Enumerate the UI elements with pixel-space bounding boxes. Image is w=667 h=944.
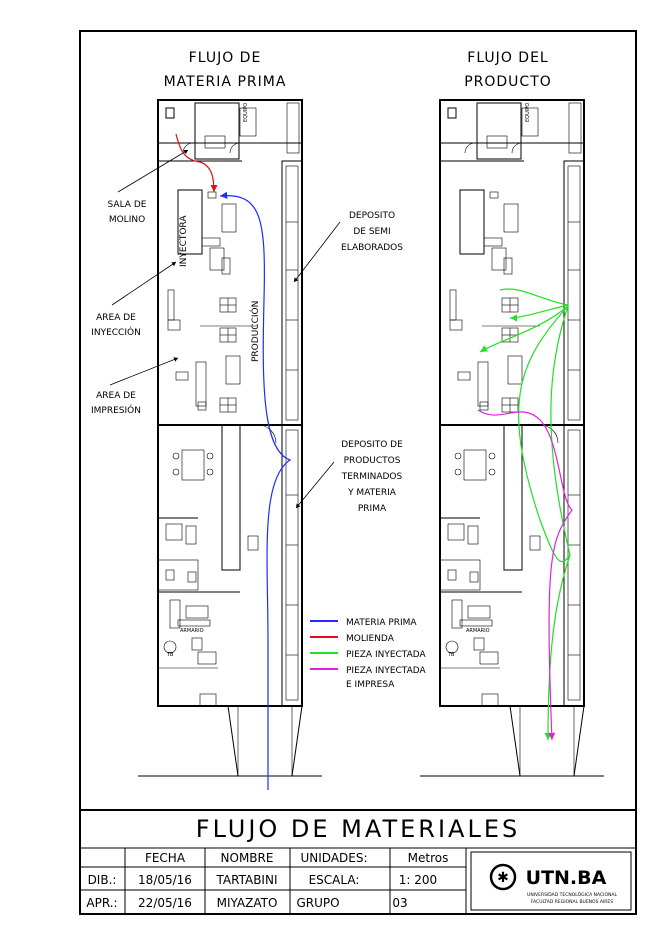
utn-ba-logo: ✱ UTN.BA UNIVERSIDAD TECNOLÓGICA NACIONA… — [470, 851, 632, 911]
grupo-value: 03 — [392, 896, 407, 910]
legend-pieza-impresa-line2: E IMPRESA — [346, 680, 395, 690]
pieza-inyectada-flow-4 — [518, 305, 571, 563]
legend-molienda: MOLIENDA — [346, 634, 395, 644]
tb-label-left: TB — [166, 652, 174, 658]
dib-nombre: TARTABINI — [216, 873, 278, 887]
legend: MATERIA PRIMA MOLIENDA PIEZA INYECTADA P… — [310, 618, 427, 690]
title-block: FLUJO DE MATERIALES FECHA NOMBRE UNIDADE… — [80, 809, 636, 914]
produccion-label: PRODUCCIÓN — [249, 301, 261, 362]
left-title-line1: FLUJO DE — [189, 50, 262, 66]
dib-label: DIB.: — [88, 873, 117, 887]
deposito-prod-label-line2: PRODUCTOS — [344, 456, 401, 466]
molienda-flow-left — [175, 133, 218, 193]
logo-line1: UNIVERSIDAD TECNOLÓGICA NACIONAL — [527, 891, 617, 898]
right-floor-plan — [419, 99, 605, 777]
materia-prima-flow-left — [219, 191, 292, 790]
area-inyeccion-label-line2: INYECCIÓN — [91, 326, 141, 338]
pieza-impresa-flow — [477, 409, 573, 741]
deposito-semi-leader — [293, 221, 341, 283]
legend-materia-prima: MATERIA PRIMA — [346, 618, 417, 628]
deposito-prod-label-line5: PRIMA — [358, 504, 387, 514]
inyectora-label: INYECTORA — [179, 215, 189, 267]
drawing-title: FLUJO DE MATERIALES — [196, 815, 520, 843]
area-impresion-label-line2: IMPRESIÓN — [91, 404, 141, 416]
logo-wordmark: UTN.BA — [526, 867, 607, 889]
deposito-prod-label-line1: DEPOSITO DE — [341, 440, 403, 450]
area-inyeccion-leader — [111, 261, 177, 306]
area-impresion-leader — [109, 357, 179, 386]
sala-molino-leader — [117, 149, 189, 193]
deposito-semi-label-line2: DE SEMI — [353, 227, 390, 237]
right-title-line1: FLUJO DEL — [467, 50, 548, 66]
value-unidades: Metros — [408, 851, 449, 865]
armario-label-right: ARMARIO — [466, 628, 490, 634]
header-fecha: FECHA — [145, 851, 186, 865]
escala-value: 1: 200 — [399, 873, 437, 887]
sala-molino-label-line2: MOLINO — [109, 215, 145, 225]
utn-emblem-star-icon: ✱ — [497, 870, 509, 886]
header-nombre: NOMBRE — [221, 851, 274, 865]
tb-label-right: TB — [447, 652, 455, 658]
left-title-line2: MATERIA PRIMA — [164, 74, 287, 90]
apr-fecha: 22/05/16 — [138, 896, 192, 910]
legend-pieza-impresa-line1: PIEZA INYECTADA — [346, 666, 427, 676]
deposito-prod-label-line3: TERMINADOS — [341, 472, 403, 482]
area-impresion-label-line1: AREA DE — [96, 391, 136, 401]
deposito-prod-leader — [295, 461, 335, 509]
right-title-line2: PRODUCTO — [464, 74, 552, 90]
pieza-inyectada-flow-2 — [479, 305, 569, 353]
sheet-border — [79, 30, 637, 915]
escala-label: ESCALA: — [309, 873, 360, 887]
apr-nombre: MIYAZATO — [217, 896, 278, 910]
apr-label: APR.: — [86, 896, 117, 910]
pieza-inyectada-flow-1 — [499, 288, 569, 322]
logo-line2: FACULTAD REGIONAL BUENOS AIRES — [531, 899, 613, 905]
armario-label-left: ARMARIO — [180, 628, 204, 634]
grupo-label: GRUPO — [296, 896, 339, 910]
legend-pieza-inyectada: PIEZA INYECTADA — [346, 650, 427, 660]
utn-emblem-icon — [489, 863, 517, 891]
sala-molino-label-line1: SALA DE — [108, 200, 147, 210]
area-inyeccion-label-line1: AREA DE — [96, 313, 136, 323]
pieza-inyectada-flow-3 — [544, 305, 571, 741]
dib-fecha: 18/05/16 — [138, 873, 192, 887]
deposito-semi-label-line3: ELABORADOS — [341, 243, 403, 253]
header-unidades: UNIDADES: — [300, 851, 367, 865]
deposito-semi-label-line1: DEPOSITO — [349, 211, 395, 221]
deposito-prod-label-line4: Y MATERIA — [347, 488, 397, 498]
left-floor-plan — [137, 99, 323, 777]
